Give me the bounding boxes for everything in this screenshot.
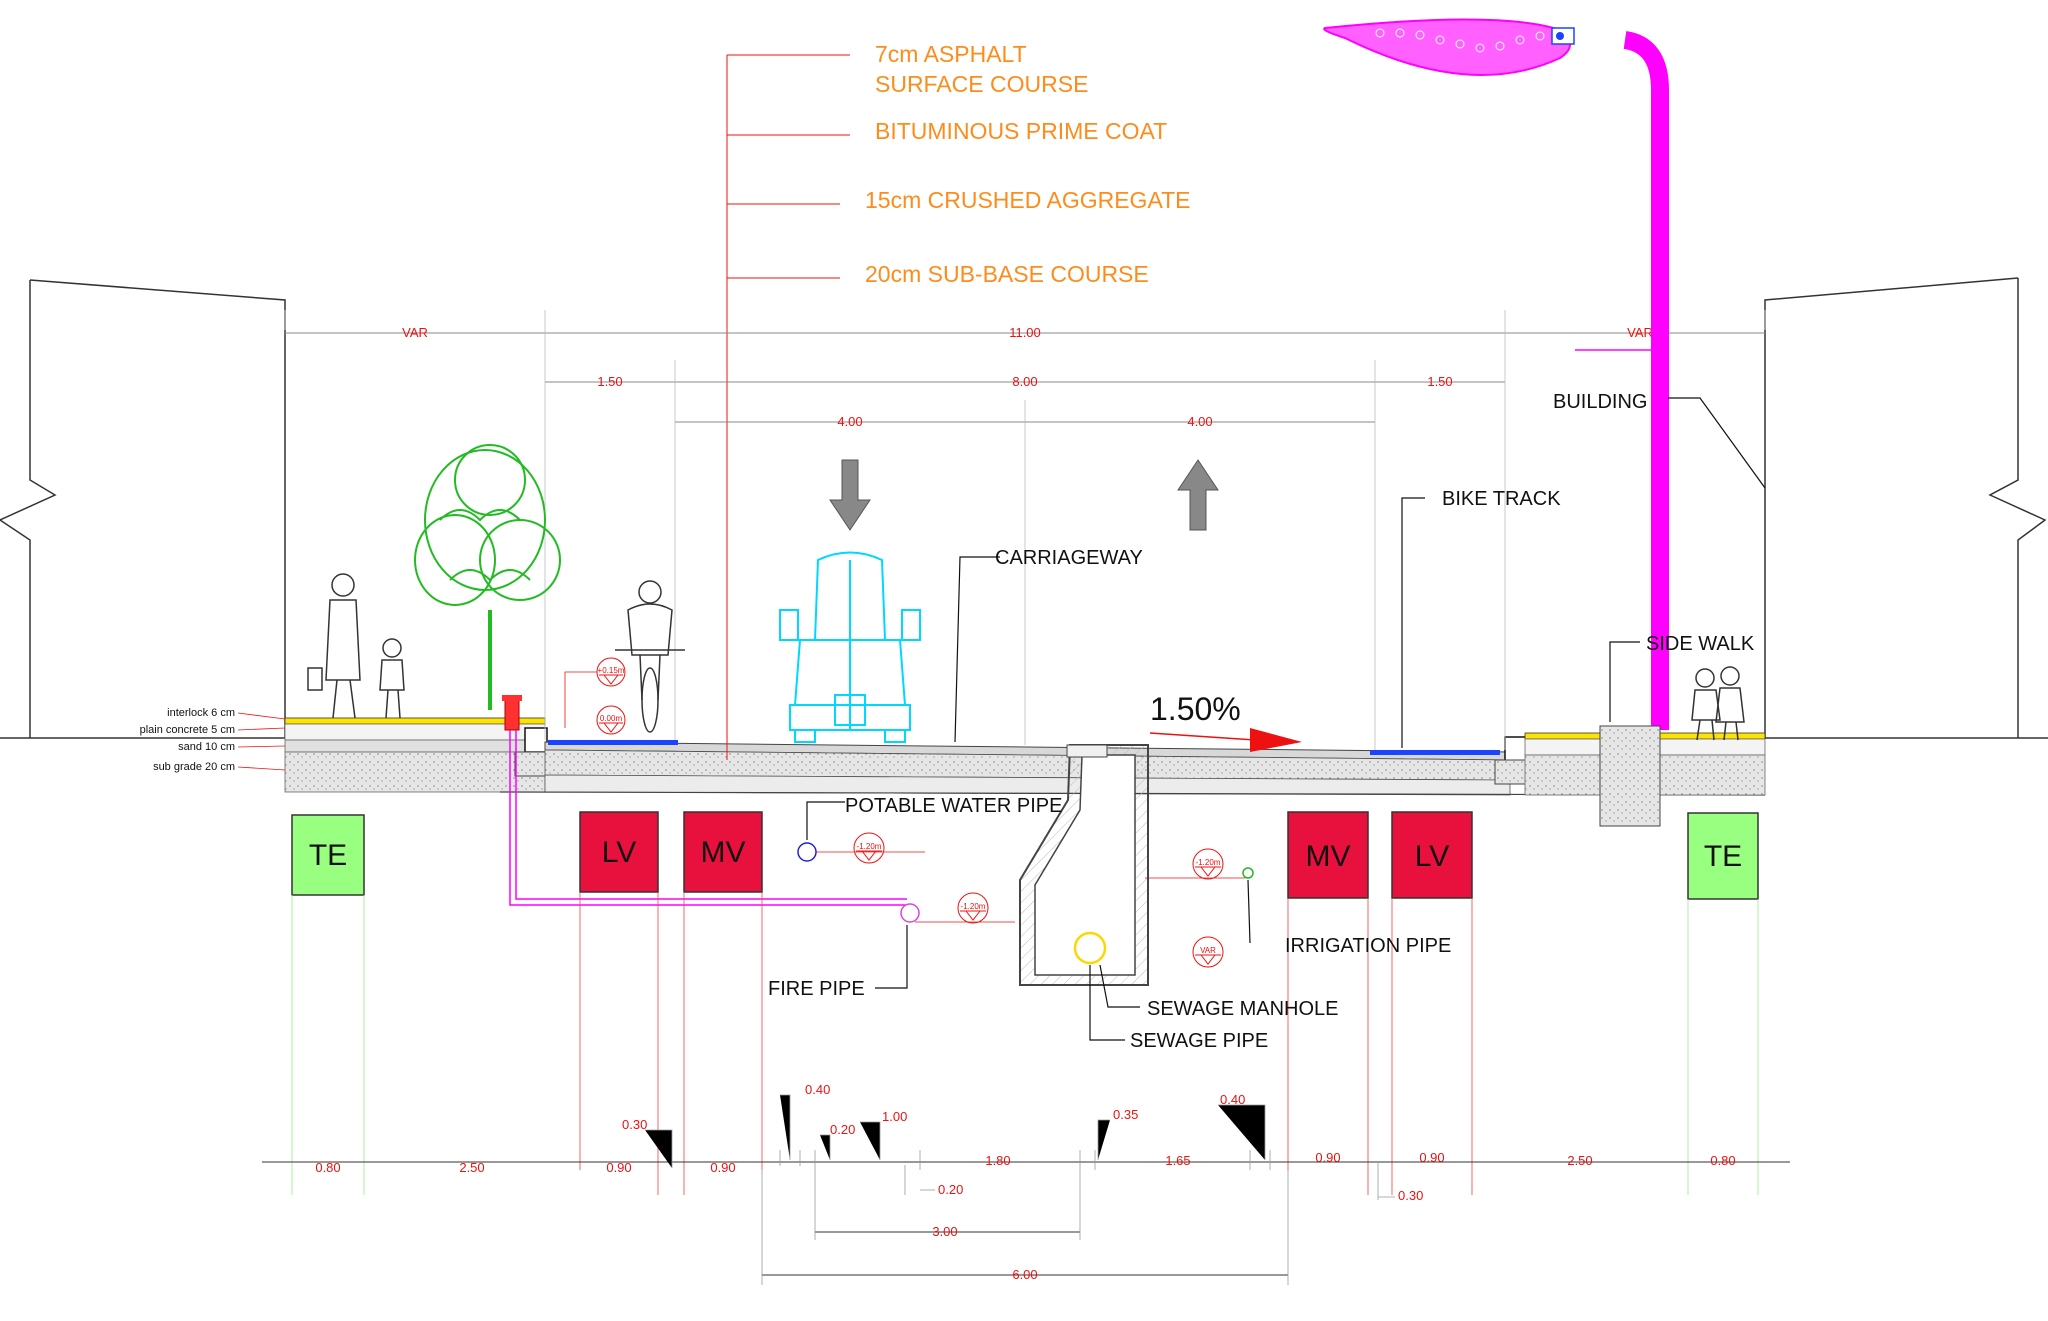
fire-hydrant-icon — [502, 695, 522, 731]
level-tag-road-edge-text: 0.00m — [600, 714, 623, 723]
utility-box-mv-right — [1287, 811, 1369, 899]
building-left — [0, 279, 286, 738]
label-carriageway: CARRIAGEWAY — [995, 547, 1143, 569]
level-tag-irrigation: -1.20m — [1145, 848, 1245, 880]
bottom-dimensions — [262, 1094, 1790, 1285]
utility-box-mv-left — [683, 811, 763, 893]
tree-icon — [414, 444, 561, 710]
bottom-offset-0-20-lower: 0.20 — [938, 1182, 963, 1197]
utility-box-mv-right-code: MV — [1306, 840, 1351, 873]
label-sewage-manhole: SEWAGE MANHOLE — [1147, 998, 1339, 1020]
pavement-layer-notes: interlock 6 cm plain concrete 5 cm sand … — [140, 707, 286, 773]
level-tag-sewage-text: VAR — [1200, 946, 1216, 955]
cyclist-icon — [615, 580, 685, 733]
bottom-dim-lv-left: 0.90 — [606, 1160, 631, 1175]
bottom-dim-lv-right: 0.90 — [1419, 1150, 1444, 1165]
label-potable-water-pipe: POTABLE WATER PIPE — [845, 795, 1062, 817]
utility-box-lv-right-code: LV — [1415, 840, 1449, 873]
utility-box-telecom-left-code: TE — [309, 839, 347, 872]
label-sewage-pipe: SEWAGE PIPE — [1130, 1030, 1268, 1052]
traffic-direction-down-icon — [829, 459, 871, 531]
dim-bike-right: 1.50 — [1427, 374, 1452, 389]
bottom-dim-te-right: 0.80 — [1710, 1153, 1735, 1168]
bottom-dim-sub-total: 3.00 — [932, 1224, 957, 1239]
label-building: BUILDING — [1553, 391, 1647, 413]
bottom-dim-gap-right: 2.50 — [1567, 1153, 1592, 1168]
utility-boxes: TE LV MV MV LV TE — [291, 811, 1759, 900]
level-tag-fire: -1.20m — [915, 892, 1015, 924]
bottom-dim-gap-left: 2.50 — [459, 1160, 484, 1175]
level-tag-potable-text: -1.20m — [857, 842, 882, 851]
bottom-offset-0-35: 0.35 — [1113, 1107, 1138, 1122]
slope-arrow-icon — [1149, 728, 1302, 752]
callout-asphalt: 7cm ASPHALT — [875, 41, 1027, 67]
layer-note-subgrade: sub grade 20 cm — [153, 761, 235, 773]
dim-var-right: VAR — [1627, 325, 1653, 340]
layer-callouts: 7cm ASPHALT SURFACE COURSE BITUMINOUS PR… — [726, 41, 1190, 760]
utility-box-telecom-left — [291, 814, 365, 896]
utility-box-lv-left-code: LV — [602, 836, 636, 869]
callout-prime-coat: BITUMINOUS PRIME COAT — [875, 118, 1167, 144]
vehicle-front-icon — [779, 551, 921, 743]
dim-carriageway: 8.00 — [1012, 374, 1037, 389]
label-fire-pipe: FIRE PIPE — [768, 978, 865, 1000]
traffic-direction-up-icon — [1177, 459, 1219, 531]
bottom-offset-0-40-left: 0.40 — [805, 1082, 830, 1097]
callout-sub-base: 20cm SUB-BASE COURSE — [865, 261, 1149, 287]
label-leaders — [806, 397, 1766, 1041]
bottom-dim-1-65: 1.65 — [1165, 1153, 1190, 1168]
level-tags: +0.15m 0.00m -1.20m -1.20m -1.2 — [564, 657, 1245, 968]
level-tag-irrigation-text: -1.20m — [1196, 858, 1221, 867]
dim-bike-left: 1.50 — [597, 374, 622, 389]
utility-box-telecom-right — [1687, 812, 1759, 900]
layer-note-interlock: interlock 6 cm — [167, 707, 235, 719]
level-tag-curb-top: +0.15m — [564, 657, 626, 728]
bottom-offset-0-40-right: 0.40 — [1220, 1092, 1245, 1107]
bottom-dim-te-left: 0.80 — [315, 1160, 340, 1175]
callout-crushed-aggregate: 15cm CRUSHED AGGREGATE — [865, 187, 1190, 213]
bottom-dim-1-80: 1.80 — [985, 1153, 1010, 1168]
dim-lane-left: 4.00 — [837, 414, 862, 429]
label-side-walk: SIDE WALK — [1646, 633, 1755, 655]
pedestrian-adult-child-icon — [307, 573, 405, 719]
layer-note-concrete: plain concrete 5 cm — [140, 724, 235, 736]
dim-var-left: VAR — [402, 325, 428, 340]
dim-lane-right: 4.00 — [1187, 414, 1212, 429]
level-tag-curb-top-text: +0.15m — [598, 666, 625, 675]
label-irrigation-pipe: IRRIGATION PIPE — [1285, 935, 1451, 957]
bottom-dim-total: 6.00 — [1012, 1267, 1037, 1282]
irrigation-pipe-icon — [1242, 867, 1254, 879]
utility-box-telecom-right-code: TE — [1704, 840, 1742, 873]
level-tag-fire-text: -1.20m — [961, 902, 986, 911]
fire-pipe-icon — [900, 903, 920, 923]
level-tag-road-edge: 0.00m — [596, 705, 626, 735]
bottom-offset-0-20-upper: 0.20 — [830, 1122, 855, 1137]
level-tag-potable: -1.20m — [808, 832, 925, 864]
label-bike-track: BIKE TRACK — [1442, 488, 1561, 510]
utility-box-lv-right — [1391, 811, 1473, 899]
utility-box-mv-left-code: MV — [701, 836, 746, 869]
level-tag-sewage: VAR — [1192, 936, 1224, 968]
layer-note-sand: sand 10 cm — [178, 741, 235, 753]
fire-pipe-route — [509, 730, 907, 906]
bottom-offset-0-30-left: 0.30 — [622, 1117, 647, 1132]
potable-water-pipe-icon — [797, 842, 817, 862]
dim-total-width: 11.00 — [1009, 325, 1041, 340]
bottom-dim-mv-left: 0.90 — [710, 1160, 735, 1175]
light-pole-icon — [1323, 18, 1669, 827]
pedestrian-children-icon — [1691, 666, 1745, 741]
building-right — [1764, 277, 2047, 738]
sewage-manhole — [1019, 744, 1149, 986]
box-extension-lines — [291, 892, 1759, 1195]
bottom-dim-mv-right: 0.90 — [1315, 1150, 1340, 1165]
callout-surface-course: SURFACE COURSE — [875, 71, 1088, 97]
bottom-offset-0-30-right: 0.30 — [1398, 1188, 1423, 1203]
bottom-offset-1-00: 1.00 — [882, 1109, 907, 1124]
slope-value: 1.50% — [1150, 691, 1241, 727]
utility-box-lv-left — [579, 811, 659, 893]
